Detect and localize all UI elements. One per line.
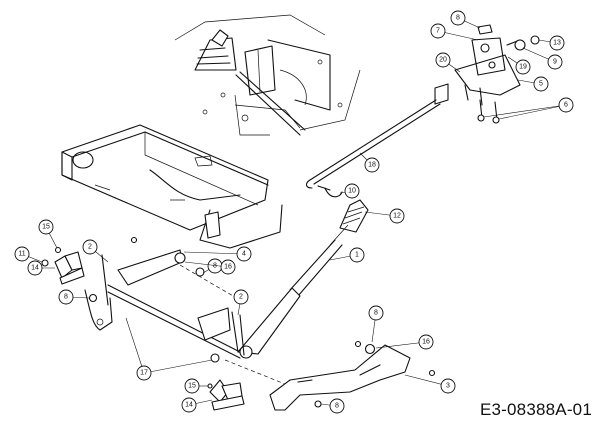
callout-label: 12 <box>393 213 401 220</box>
callout-label: 3 <box>446 383 450 390</box>
callout-label: 2 <box>88 244 92 251</box>
callout-5: 5 <box>517 76 549 92</box>
callout-14: 14 <box>181 397 213 413</box>
callout-13: 13 <box>538 35 565 51</box>
callout-4: 4 <box>183 246 252 262</box>
callout-9: 9 <box>522 47 563 70</box>
callout-label: 10 <box>348 188 356 195</box>
callout-17: 17 <box>125 317 213 381</box>
callout-label: 18 <box>368 162 376 169</box>
callout-11: 11 <box>14 246 43 263</box>
callout-label: 8 <box>335 403 339 410</box>
pedal-bracket-assembly <box>305 24 540 198</box>
callout-16: 16 <box>184 259 236 275</box>
callout-label: 2 <box>239 294 243 301</box>
callout-label: 6 <box>564 102 568 109</box>
callout-8: 8 <box>320 398 345 414</box>
chassis-frame <box>61 124 283 249</box>
callout-label: 14 <box>185 402 193 409</box>
callout-1: 1 <box>329 247 365 263</box>
callout-label: 7 <box>436 28 440 35</box>
callout-20: 20 <box>435 52 461 73</box>
callout-label: 19 <box>519 64 527 71</box>
callout-6: 6 <box>483 97 574 120</box>
lower-brackets <box>207 340 436 411</box>
callout-label: 4 <box>242 251 246 258</box>
callout-label: 16 <box>422 339 430 346</box>
callout-label: 17 <box>140 370 148 377</box>
callout-label: 5 <box>539 81 543 88</box>
callout-14: 14 <box>27 260 55 276</box>
pedal-pad <box>339 199 369 233</box>
inset-view <box>174 14 361 136</box>
callout-3: 3 <box>404 374 456 394</box>
pedal-linkage <box>84 224 349 391</box>
callout-8: 8 <box>58 289 90 305</box>
callout-label: 8 <box>213 263 217 270</box>
callout-7: 7 <box>430 23 479 41</box>
callout-label: 9 <box>553 59 557 66</box>
callout-label: 14 <box>31 265 39 272</box>
callout-label: 8 <box>64 294 68 301</box>
callout-label: 15 <box>188 383 196 390</box>
callout-label: 13 <box>553 40 561 47</box>
callout-label: 20 <box>439 57 447 64</box>
callout-15: 15 <box>38 219 58 249</box>
callout-18: 18 <box>359 152 380 173</box>
callout-10: 10 <box>339 183 360 199</box>
callout-8: 8 <box>368 305 384 343</box>
callout-label: 11 <box>18 251 25 258</box>
callout-12: 12 <box>364 208 405 224</box>
callout-label: 16 <box>224 264 232 271</box>
drawing-code: E3-08388A-01 <box>479 400 592 419</box>
callout-15: 15 <box>184 378 208 394</box>
callout-19: 19 <box>507 56 531 75</box>
callout-8: 8 <box>450 10 481 29</box>
callout-label: 8 <box>456 15 460 22</box>
callout-16: 16 <box>375 334 434 350</box>
callout-label: 1 <box>355 252 359 259</box>
callout-8: 8 <box>202 258 223 274</box>
callout-2: 2 <box>82 239 109 263</box>
left-brackets <box>41 236 205 303</box>
callout-2: 2 <box>233 289 249 316</box>
callout-label: 15 <box>42 224 50 231</box>
callout-label: 8 <box>374 310 378 317</box>
